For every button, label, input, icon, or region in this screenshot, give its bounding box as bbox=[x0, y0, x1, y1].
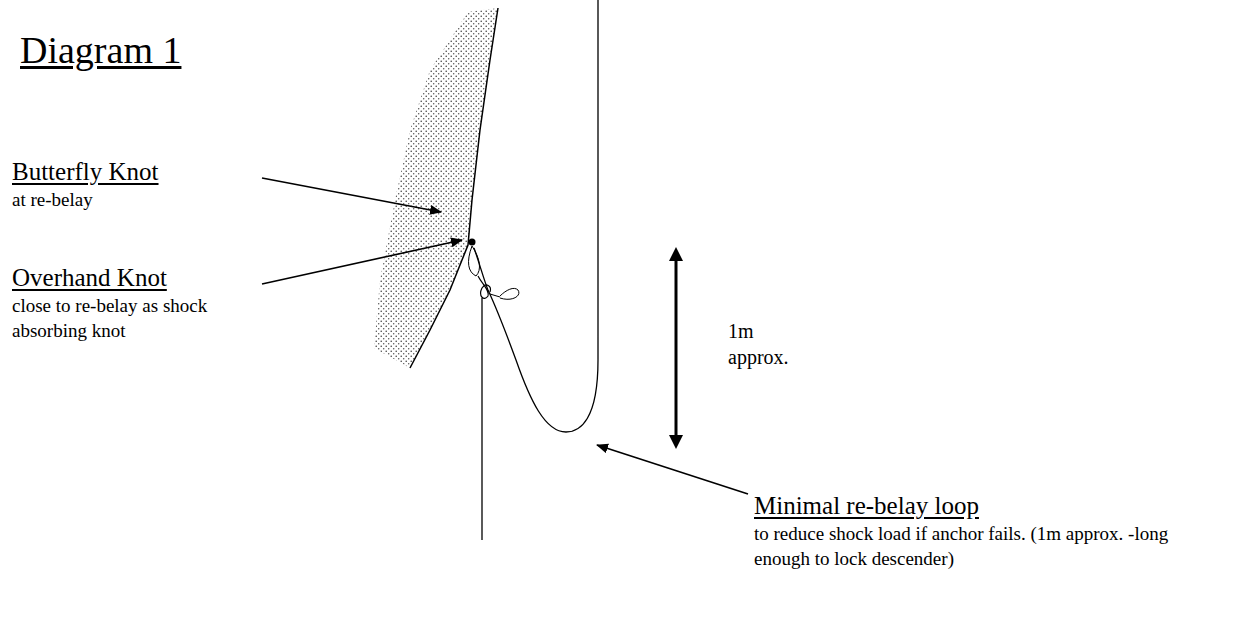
rock-edge bbox=[410, 8, 498, 368]
part-note: at re-belay bbox=[12, 188, 93, 213]
dimension-label: 1m approx. bbox=[728, 318, 818, 370]
tail bbox=[490, 294, 500, 297]
part-note: to reduce shock load if anchor fails. (1… bbox=[754, 522, 1224, 571]
butterfly-ear bbox=[469, 246, 480, 276]
part-heading: Minimal re-belay loop bbox=[754, 490, 979, 523]
leader-arrow bbox=[262, 178, 441, 212]
tail-loop bbox=[500, 288, 519, 299]
part-heading: Overhand Knot bbox=[12, 262, 167, 295]
part-heading: Butterfly Knot bbox=[12, 156, 159, 189]
leader-arrow bbox=[262, 240, 462, 284]
dimension-arrow bbox=[675, 260, 678, 436]
butterfly-knot bbox=[469, 239, 476, 246]
diagram-title: Diagram 1 bbox=[20, 26, 181, 75]
rock-face bbox=[374, 8, 498, 368]
leader-arrow bbox=[597, 445, 748, 494]
part-note: close to re-belay as shock absorbing kno… bbox=[12, 294, 262, 343]
rope-down bbox=[481, 298, 482, 540]
rope-loop bbox=[474, 0, 598, 432]
overhand-knot bbox=[478, 276, 490, 298]
